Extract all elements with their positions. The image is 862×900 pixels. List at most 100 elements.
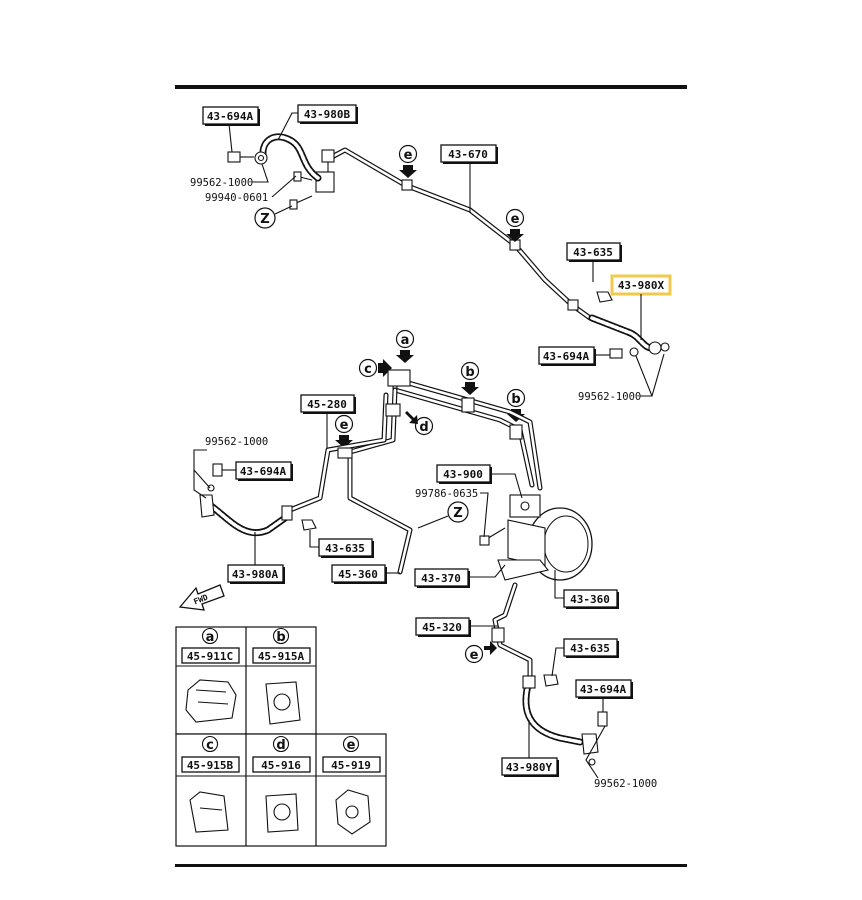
clip-43-635-mid: [301, 519, 317, 531]
label-43-980A: 43-980A: [227, 564, 285, 584]
svg-text:43-694A: 43-694A: [240, 465, 287, 478]
label-43-694A-bot: 43-694A: [575, 679, 633, 699]
proportioning-valve: [509, 494, 541, 518]
marker-d-mid: d: [405, 411, 434, 436]
label-43-635-mid: 43-635: [318, 538, 374, 558]
table-cell-b: b 45-915A: [252, 627, 311, 725]
svg-text:d: d: [419, 420, 428, 435]
clip-43-635-bot: [543, 674, 559, 687]
clip-a: [387, 369, 411, 387]
svg-text:43-370: 43-370: [421, 572, 461, 585]
washer: [629, 347, 639, 357]
marker-c: c: [358, 358, 392, 378]
part-number: 99786-0635: [415, 488, 478, 500]
svg-text:c: c: [206, 738, 214, 753]
banjo-bolt-icon: [597, 711, 608, 727]
svg-text:45-360: 45-360: [338, 568, 378, 581]
clip-e-mid: [337, 447, 353, 459]
label-43-635-bot: 43-635: [563, 638, 619, 658]
marker-a: a: [395, 329, 415, 363]
label-43-980Y: 43-980Y: [501, 757, 559, 777]
part-number: 99940-0601: [205, 192, 268, 204]
bolt-icon: [479, 535, 490, 546]
label-43-360: 43-360: [563, 589, 619, 609]
clip-e-top: [401, 179, 413, 191]
table-cell-e: e 45-919: [322, 735, 381, 835]
svg-text:b: b: [465, 365, 474, 380]
hose-43-980A: [206, 501, 289, 537]
svg-text:43-635: 43-635: [325, 542, 365, 555]
svg-text:e: e: [511, 212, 520, 227]
svg-text:43-694A: 43-694A: [207, 110, 254, 123]
part-number: 99562-1000: [578, 391, 641, 403]
svg-text:45-915B: 45-915B: [187, 759, 234, 772]
part-number: 99562-1000: [205, 436, 268, 448]
part-number: 99562-1000: [190, 177, 253, 189]
svg-text:43-635: 43-635: [570, 642, 610, 655]
top-rule: [175, 85, 687, 89]
svg-text:43-635: 43-635: [573, 246, 613, 259]
label-43-900: 43-900: [436, 464, 492, 484]
svg-text:45-919: 45-919: [331, 759, 371, 772]
svg-text:b: b: [511, 392, 520, 407]
svg-text:e: e: [404, 148, 413, 163]
caliper-fitting: [199, 494, 215, 518]
label-43-980B: 43-980B: [297, 104, 358, 124]
svg-text:43-694A: 43-694A: [580, 683, 627, 696]
bolt-icon: [293, 171, 302, 182]
marker-e-top-1: e: [398, 144, 418, 178]
pipe-43-670: [327, 147, 593, 321]
table-cell-d: d 45-916: [252, 735, 311, 833]
clip-b1: [461, 397, 475, 413]
svg-text:Z: Z: [453, 506, 462, 521]
svg-text:43-980Y: 43-980Y: [506, 761, 553, 774]
caliper-fitting: [581, 733, 599, 755]
hose-fitting: [522, 675, 536, 689]
svg-text:43-980B: 43-980B: [304, 108, 351, 121]
svg-text:e: e: [347, 738, 356, 753]
pipe-nut: [567, 299, 579, 311]
label-43-694A-left: 43-694A: [235, 461, 293, 481]
label-43-635-top: 43-635: [566, 242, 622, 262]
svg-text:a: a: [206, 630, 215, 645]
table-cell-a: a 45-911C: [181, 627, 240, 723]
pipe-fitting: [321, 149, 335, 163]
label-43-694A-right: 43-694A: [538, 346, 596, 366]
clip-e-low: [491, 627, 505, 643]
svg-text:45-280: 45-280: [307, 398, 347, 411]
clip-c-icon: [189, 791, 229, 833]
brake-booster: [497, 507, 593, 581]
washer: [207, 484, 215, 492]
svg-text:43-980X: 43-980X: [618, 279, 665, 292]
svg-text:43-360: 43-360: [570, 593, 610, 606]
label-45-320: 45-320: [415, 617, 471, 637]
marker-z-top: Z: [254, 207, 276, 229]
label-45-280: 45-280: [300, 394, 356, 414]
label-43-694A-top: 43-694A: [202, 106, 260, 126]
bolt-icon: [289, 199, 298, 210]
svg-text:45-916: 45-916: [261, 759, 301, 772]
label-45-360: 45-360: [331, 564, 387, 584]
clip-a-icon: [185, 679, 237, 723]
marker-e-low: e: [464, 641, 497, 664]
svg-text:e: e: [340, 418, 349, 433]
svg-text:c: c: [364, 362, 372, 377]
banjo-bolt-icon: [609, 348, 623, 359]
clip-43-635: [596, 291, 613, 303]
svg-text:d: d: [276, 738, 285, 753]
banjo-bolt-icon: [212, 463, 223, 477]
banjo-bolt-icon: [227, 151, 241, 163]
bottom-rule: [175, 864, 687, 867]
svg-text:b: b: [276, 630, 285, 645]
hose-43-980X: [588, 314, 656, 352]
svg-text:45-915A: 45-915A: [258, 650, 305, 663]
part-number: 99562-1000: [594, 778, 657, 790]
svg-text:a: a: [401, 333, 410, 348]
banjo-fitting: [648, 341, 662, 355]
svg-text:45-320: 45-320: [422, 621, 462, 634]
label-43-980X-highlighted[interactable]: 43-980X: [610, 274, 672, 296]
washer: [588, 758, 596, 766]
clip-reference-table: a 45-911C b 45-915A c 45-915B d: [175, 626, 387, 847]
svg-text:45-911C: 45-911C: [187, 650, 233, 663]
